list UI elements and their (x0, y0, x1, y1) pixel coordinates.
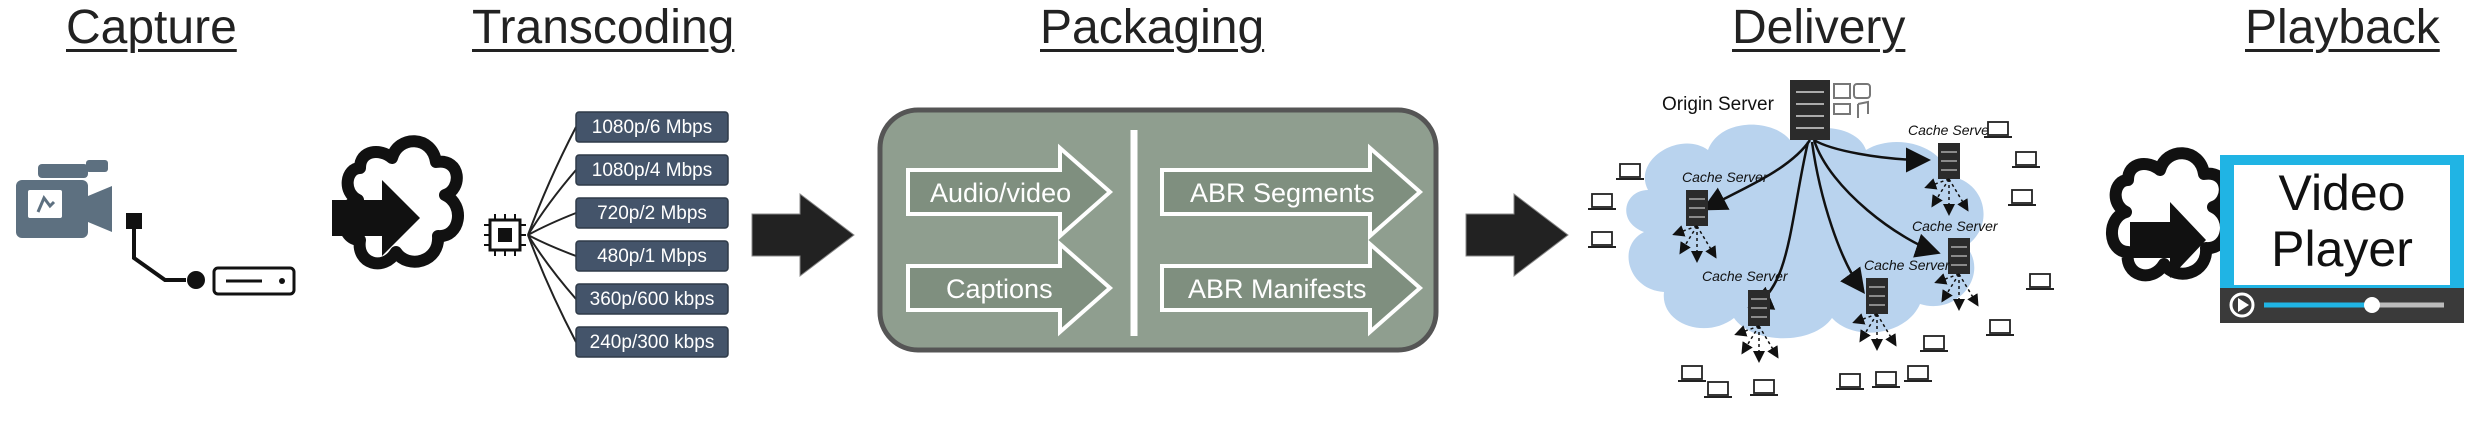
rendition-links (527, 126, 577, 343)
packaging-input-label: Captions (946, 274, 1053, 304)
arrow-to-delivery (1465, 192, 1569, 278)
play-icon (2229, 292, 2255, 318)
rendition-label: 1080p/4 Mbps (592, 160, 712, 181)
cache-server-label: Cache Server (1682, 169, 1769, 185)
rendition-label: 480p/1 Mbps (597, 246, 707, 267)
laptop-icon (1750, 379, 1778, 396)
rendition-box: 1080p/4 Mbps (575, 154, 729, 186)
cloud-download-icon (2106, 147, 2232, 282)
rendition-box: 240p/300 kbps (575, 326, 729, 358)
laptop-icon (1588, 193, 1616, 210)
packaging-output-label: ABR Segments (1190, 178, 1375, 208)
packaging-output-abr-manifests: ABR Manifests (1160, 239, 1424, 337)
rendition-label: 720p/2 Mbps (597, 203, 707, 224)
packaging-output-label: ABR Manifests (1188, 274, 1367, 304)
cpu-chip-icon (484, 214, 526, 256)
laptop-icon (2008, 189, 2036, 206)
packaging-input-captions: Captions (906, 239, 1114, 337)
rendition-box: 360p/600 kbps (575, 283, 729, 315)
camera-icon (16, 160, 112, 238)
cache-server-label: Cache Server (1864, 257, 1951, 273)
stage-title-transcoding: Transcoding (472, 1, 735, 54)
cache-server-label: Cache Server (1912, 218, 1999, 234)
origin-server-label: Origin Server (1662, 94, 1775, 115)
origin-server-icon (1790, 80, 1871, 140)
laptop-icon (1986, 319, 2014, 336)
rendition-link (527, 234, 577, 257)
progress-knob (2364, 297, 2380, 313)
packaging-box (877, 107, 1439, 353)
cache-server-label: Cache Server (1908, 122, 1995, 138)
rendition-link (527, 234, 577, 343)
rendition-box: 720p/2 Mbps (575, 197, 729, 229)
cache-server-label: Cache Server (1702, 268, 1789, 284)
packaging-output-abr-segments: ABR Segments (1160, 143, 1424, 241)
cache-server-icon: Cache Server (1912, 218, 1999, 311)
laptop-icon (1678, 365, 1706, 382)
rendition-list: 1080p/6 Mbps 1080p/4 Mbps 720p/2 Mbps 480p/… (575, 111, 729, 358)
packaging-input-label: Audio/video (930, 178, 1071, 208)
laptop-icon (1872, 371, 1900, 388)
video-player: Video Player (2220, 155, 2464, 323)
laptop-icon (1984, 121, 2012, 138)
stage-title-playback: Playback (2245, 1, 2440, 54)
cache-server-icon: Cache Server (1702, 268, 1789, 363)
rendition-link (527, 234, 577, 300)
rendition-link (527, 169, 577, 236)
laptop-icon (1920, 335, 1948, 352)
rendition-box: 480p/1 Mbps (575, 240, 729, 272)
rendition-label: 360p/600 kbps (590, 289, 715, 310)
cdn-cloud-icon (1626, 124, 1984, 339)
cache-server-icon: Cache Server (1852, 257, 1951, 351)
packaging-input-audio-video: Audio/video (906, 143, 1114, 241)
cache-server-icon: Cache Server (1672, 169, 1769, 263)
rendition-box: 1080p/6 Mbps (575, 111, 729, 143)
rendition-link (527, 212, 577, 236)
stage-title-delivery: Delivery (1732, 1, 1906, 54)
laptop-icon (2012, 151, 2040, 168)
client-device-list (1588, 121, 2054, 398)
stage-title-capture: Capture (66, 1, 237, 54)
stage-title-packaging: Packaging (1040, 1, 1265, 54)
laptop-icon (1704, 381, 1732, 398)
rendition-link (527, 126, 577, 236)
encoder-box-icon (126, 213, 296, 296)
laptop-icon (1836, 373, 1864, 390)
laptop-icon (1588, 231, 1616, 248)
player-title-line2: Player (2271, 221, 2413, 277)
cache-server-icon: Cache Server (1908, 122, 1995, 216)
laptop-icon (1904, 365, 1932, 382)
laptop-icon (2026, 273, 2054, 290)
cloud-upload-icon (332, 135, 464, 270)
rendition-label: 240p/300 kbps (590, 332, 715, 353)
laptop-icon (1616, 163, 1644, 180)
arrow-to-packaging (751, 192, 855, 278)
player-title-line1: Video (2279, 165, 2406, 221)
rendition-label: 1080p/6 Mbps (592, 117, 712, 138)
